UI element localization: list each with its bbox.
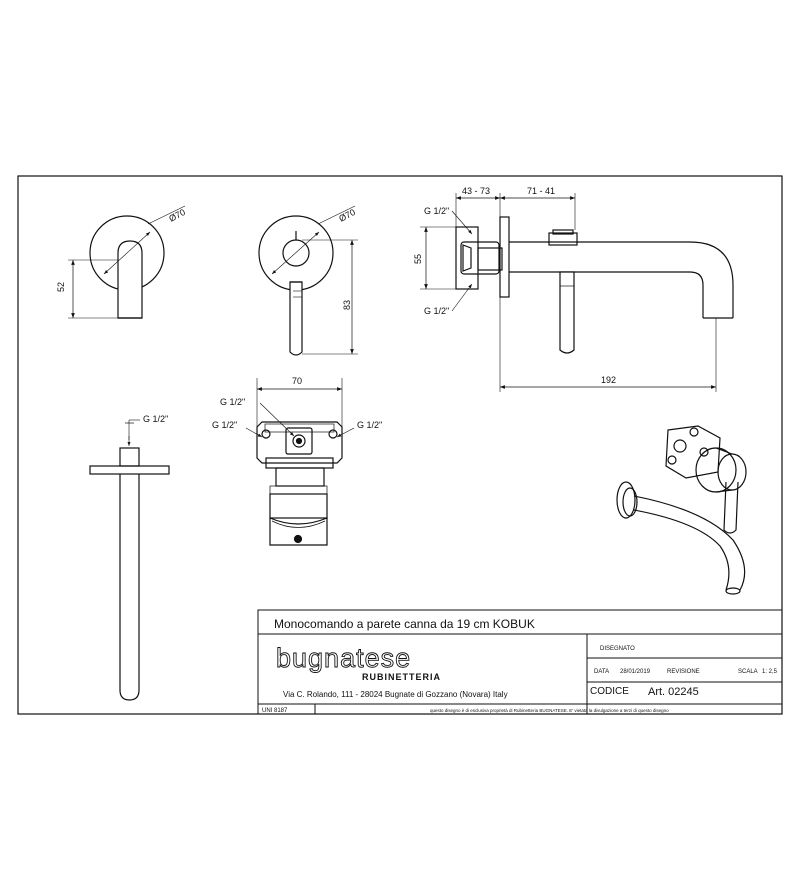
- designed-label: DISEGNATO: [600, 646, 635, 652]
- brand-logo: bugnatese: [276, 643, 411, 673]
- front-right-diameter-label: Ø70: [337, 207, 357, 224]
- date-value: 28/01/2019: [620, 669, 651, 675]
- revision-label: REVISIONE: [667, 669, 700, 675]
- side-top-a-label: 43 - 73: [462, 186, 490, 196]
- side-spout-length-label: 192: [601, 375, 616, 385]
- company-address: Via C. Rolando, 111 - 28024 Bugnate di G…: [283, 690, 508, 699]
- body-thread-right-label: G 1/2": [357, 420, 382, 430]
- body-thread-top-label: G 1/2": [220, 397, 245, 407]
- front-right-height-label: 83: [342, 300, 352, 310]
- standard-label: UNI 8187: [262, 708, 288, 714]
- brand-subtitle: RUBINETTERIA: [362, 672, 441, 682]
- isometric-view: [616, 425, 747, 595]
- front-left-height-label: 52: [56, 282, 66, 292]
- front-left-diameter-label: Ø70: [167, 207, 187, 224]
- side-thread-top-label: G 1/2": [424, 206, 449, 216]
- title-block: [257, 609, 783, 715]
- body-view: [245, 378, 355, 546]
- spout-view: [89, 419, 170, 701]
- side-view: [420, 193, 734, 392]
- front-view-left: [68, 205, 186, 319]
- ownership-notice: questo disegno è di esclusiva proprietà …: [430, 708, 669, 713]
- side-top-b-label: 71 - 41: [527, 186, 555, 196]
- body-width-label: 70: [292, 376, 302, 386]
- scale-value: 1: 2,5: [762, 669, 778, 675]
- side-height-label: 55: [413, 254, 423, 264]
- code-label: CODICE: [590, 686, 629, 697]
- front-view-right: [258, 205, 358, 356]
- scale-label: SCALA: [738, 669, 758, 675]
- side-thread-bottom-label: G 1/2": [424, 306, 449, 316]
- body-thread-left-label: G 1/2": [212, 420, 237, 430]
- drawing-title: Monocomando a parete canna da 19 cm KOBU…: [274, 617, 535, 631]
- date-label: DATA: [594, 669, 609, 675]
- code-value: Art. 02245: [648, 686, 699, 698]
- spout-thread-label: G 1/2": [143, 414, 168, 424]
